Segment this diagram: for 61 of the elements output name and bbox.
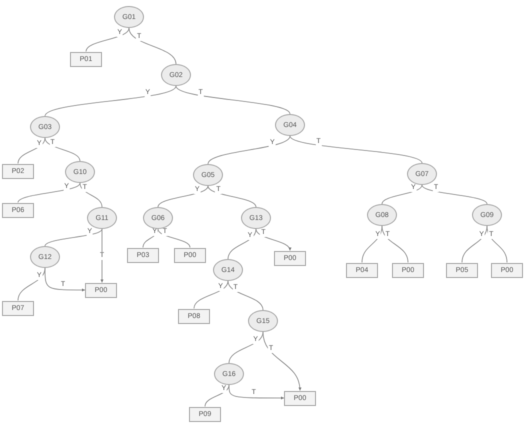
gate-ellipse xyxy=(30,116,60,138)
leaf-box xyxy=(346,262,378,278)
connector-line xyxy=(228,280,264,310)
leaf-box xyxy=(446,262,478,278)
gate-ellipse xyxy=(214,363,244,385)
connector-line xyxy=(382,184,422,204)
leaf-box xyxy=(2,202,34,218)
connector-line xyxy=(204,384,230,407)
gate-ellipse xyxy=(213,259,243,281)
connector-line xyxy=(128,28,176,64)
leaf-box xyxy=(85,282,117,298)
leaf-box xyxy=(2,300,34,316)
connector-line xyxy=(44,138,80,162)
connector-line xyxy=(44,268,86,292)
leaf-box xyxy=(491,262,523,278)
gate-ellipse xyxy=(407,163,437,185)
connector-line xyxy=(228,384,284,400)
connector-line xyxy=(158,186,208,208)
connector-line xyxy=(194,280,228,309)
connector-line xyxy=(18,182,80,203)
connector-line xyxy=(18,138,46,164)
connector-line xyxy=(44,86,176,116)
gate-ellipse xyxy=(65,161,95,183)
connector-line xyxy=(256,228,291,251)
leaf-box xyxy=(174,248,206,262)
connector-line xyxy=(208,186,256,208)
connector-line xyxy=(228,332,264,364)
leaf-box xyxy=(127,248,159,262)
connector-line xyxy=(462,226,488,263)
connector-line xyxy=(100,228,104,283)
gate-ellipse xyxy=(248,310,278,332)
connector-line xyxy=(422,184,488,204)
gate-ellipse xyxy=(87,207,117,229)
gate-ellipse xyxy=(193,164,223,186)
gate-ellipse xyxy=(161,64,191,86)
connector-line xyxy=(44,228,102,246)
connector-line xyxy=(208,136,290,164)
leaf-box xyxy=(70,52,102,66)
connector-line xyxy=(362,226,382,263)
leaf-box xyxy=(178,308,210,324)
gate-ellipse xyxy=(367,204,397,226)
connector-line xyxy=(228,228,256,260)
gate-ellipse xyxy=(114,6,144,28)
connector-line xyxy=(80,182,102,208)
gate-ellipse xyxy=(30,246,60,268)
connector-line xyxy=(290,136,422,164)
connector-line xyxy=(486,226,508,263)
gate-ellipse xyxy=(143,207,173,229)
connector-line xyxy=(176,86,290,114)
leaf-box xyxy=(274,250,306,266)
connector-line xyxy=(382,226,408,263)
leaf-box xyxy=(189,406,221,422)
gate-ellipse xyxy=(241,207,271,229)
gate-ellipse xyxy=(472,204,502,226)
connector-line xyxy=(86,28,130,52)
connector-line xyxy=(158,228,190,248)
connector-line xyxy=(262,332,302,391)
gate-ellipse xyxy=(275,114,305,136)
leaf-box xyxy=(2,164,34,178)
leaf-box xyxy=(284,390,316,406)
leaf-box xyxy=(392,262,424,278)
